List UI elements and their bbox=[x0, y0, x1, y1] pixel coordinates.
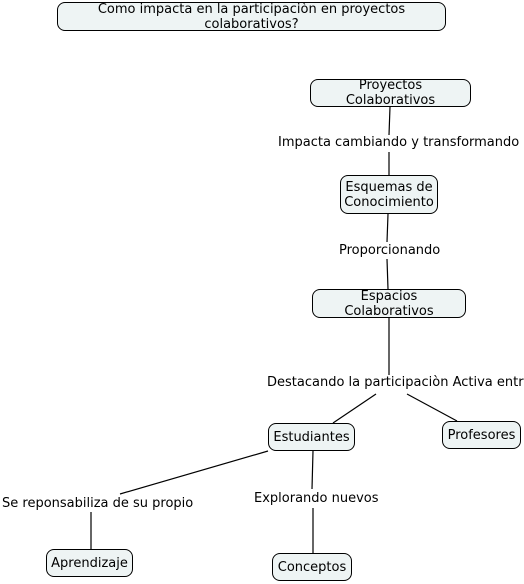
connector-destacando-estudiantes bbox=[332, 393, 377, 424]
connector-proporcionando-espacios bbox=[386, 258, 389, 290]
node-conceptos[interactable]: Conceptos bbox=[272, 553, 352, 581]
connector-proyectos-impacta bbox=[388, 106, 391, 136]
link-label-destacando: Destacando la participaciòn Activa entre bbox=[266, 375, 524, 390]
node-estudiantes[interactable]: Estudiantes bbox=[268, 423, 355, 451]
connector-esquemas-proporcionando bbox=[386, 213, 389, 243]
title-node[interactable]: Como impacta en la participaciòn en proy… bbox=[57, 2, 446, 32]
node-esquemas-line2: Conocimiento bbox=[344, 194, 434, 210]
connector-destacando-profesores bbox=[406, 393, 458, 422]
link-label-proporcionando: Proporcionando bbox=[338, 243, 442, 258]
node-esquemas-de-conocimiento[interactable]: Esquemas de Conocimiento bbox=[340, 175, 438, 214]
node-esquemas-line1: Esquemas de bbox=[345, 179, 433, 195]
node-profesores[interactable]: Profesores bbox=[442, 421, 521, 449]
link-label-impacta: Impacta cambiando y transformando bbox=[277, 135, 521, 150]
node-aprendizaje[interactable]: Aprendizaje bbox=[46, 549, 133, 577]
link-label-explorando: Explorando nuevos bbox=[253, 491, 380, 506]
connector-estudiantes-explorando bbox=[311, 450, 314, 490]
connector-estudiantes-responsabiliza bbox=[119, 450, 269, 495]
link-label-responsabiliza: Se reponsabiliza de su propio bbox=[1, 496, 195, 511]
node-espacios-colaborativos[interactable]: Espacios Colaborativos bbox=[312, 289, 466, 319]
node-proyectos-colaborativos[interactable]: Proyectos Colaborativos bbox=[310, 78, 471, 108]
